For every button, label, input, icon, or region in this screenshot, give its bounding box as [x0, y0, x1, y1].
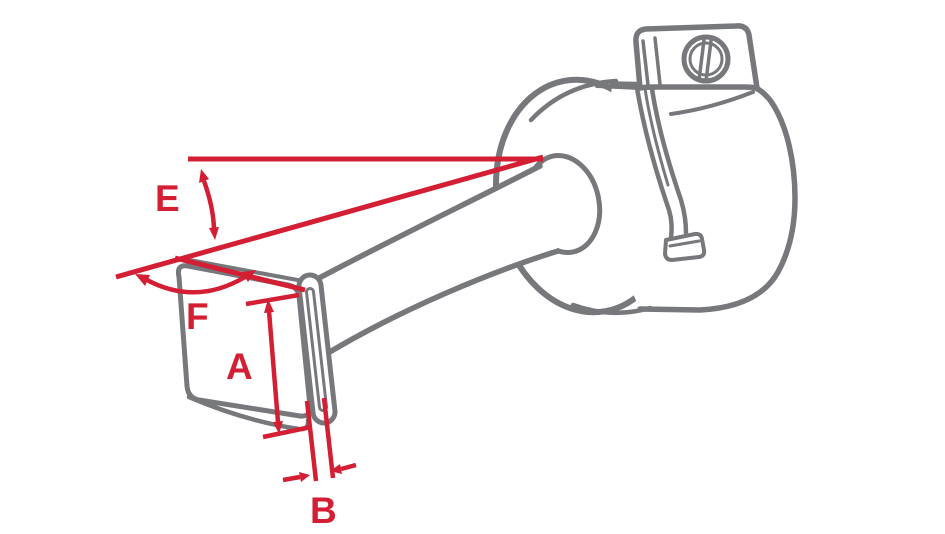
clamp-band-left-edge	[634, 85, 674, 241]
screw-slot-line-2	[704, 39, 713, 83]
heat-tube-fill	[306, 164, 558, 353]
dim-B-arrowhead-left	[299, 472, 310, 482]
label-F: F	[186, 296, 209, 337]
dim-B-arrow-left-shaft	[282, 474, 301, 483]
ring-back-edge-bottom	[570, 302, 653, 316]
label-A: A	[226, 346, 253, 387]
dimension-annotations	[115, 154, 544, 483]
dim-A-tick-bottom	[262, 424, 312, 440]
angle-E-arrowhead-bottom	[209, 227, 219, 240]
clamp-tab-flange-line-2	[653, 36, 662, 86]
line-art-group	[175, 23, 798, 432]
dim-A-arrow-shaft	[266, 310, 281, 423]
clamp-band-inner-line	[643, 87, 670, 187]
ring-back-edge-top	[528, 78, 619, 123]
angle-E-arrow-curve	[201, 180, 217, 229]
collar-seam-line	[669, 90, 755, 116]
collar-body-outline	[609, 81, 798, 313]
dim-B-arrowhead-right	[330, 464, 342, 474]
heat-tube-bottom-edge	[325, 248, 561, 356]
dim-B-extension-left	[304, 400, 319, 482]
clamp-band-foot-line	[668, 239, 701, 248]
screw-slot-line-1	[697, 38, 706, 82]
collar-body	[608, 84, 795, 310]
dim-axis-line	[115, 154, 544, 280]
heat-tube-top-edge	[303, 163, 543, 288]
dimension-labels: E F A B	[155, 178, 337, 531]
angle-F-arrowhead-right	[242, 270, 256, 282]
dim-A-arrowhead-top	[264, 299, 274, 313]
angle-F-arrowhead-left	[135, 274, 150, 286]
collar-shoulder-line	[595, 84, 642, 90]
dim-A-tick-top	[245, 292, 300, 307]
dim-A-arrowhead-bottom	[273, 421, 283, 434]
dim-nozzle-edge-line	[174, 255, 306, 293]
clamp-tab-flange-line-1	[641, 39, 650, 87]
label-E: E	[155, 178, 180, 219]
clamp-band-right-edge	[649, 86, 689, 236]
dim-B-extension-right	[321, 397, 336, 479]
slot-inner-capsule-core	[308, 290, 325, 409]
angle-E-arrowhead-top	[199, 169, 209, 183]
angle-F-arc	[145, 275, 247, 295]
dim-B-arrow-right-shaft	[340, 462, 357, 472]
label-B: B	[310, 490, 337, 531]
